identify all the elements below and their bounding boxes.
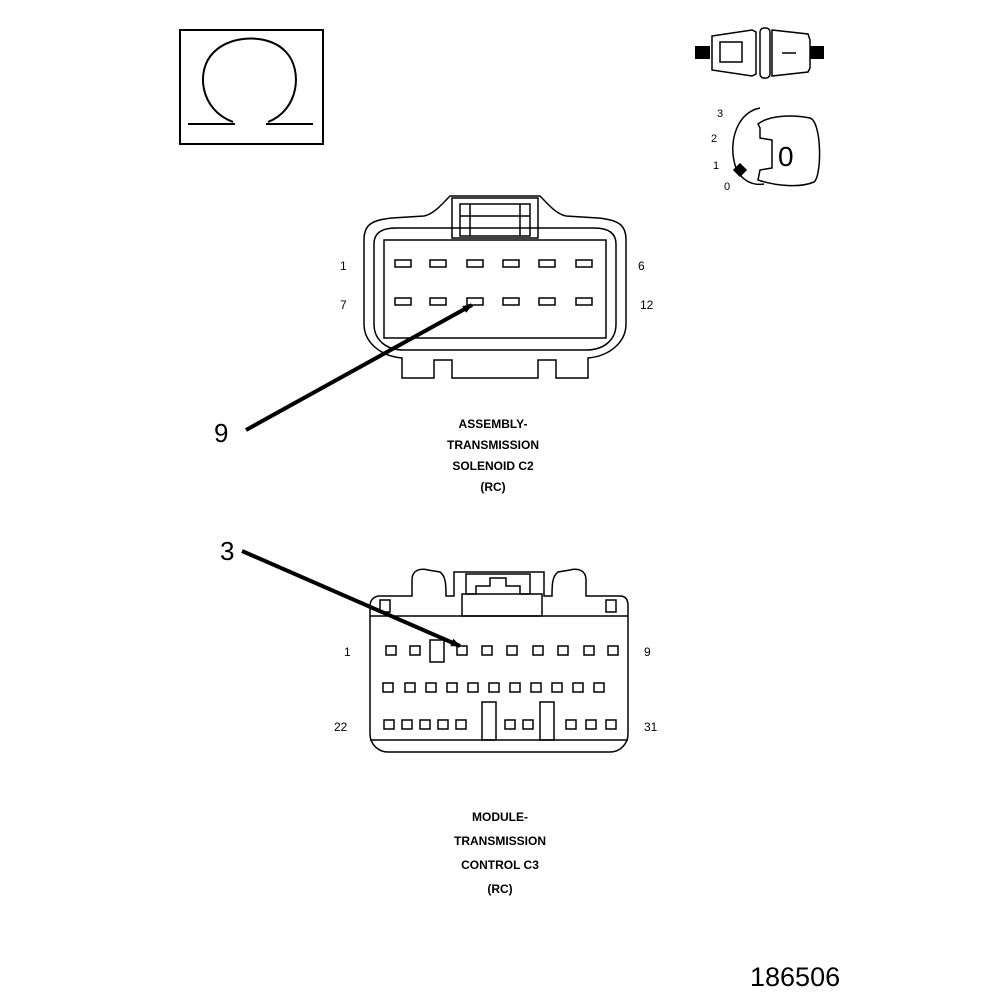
c2-pin-label-1: 1	[340, 259, 347, 273]
c2-caption-line-1: ASSEMBLY-	[459, 417, 528, 431]
c3-pin-label-1: 1	[344, 645, 351, 659]
c3-pin-cavity	[382, 682, 394, 693]
c2-pin-cavity	[466, 297, 484, 306]
c3-pin-cavity	[583, 645, 595, 656]
c2-caption-line-2: TRANSMISSION	[447, 438, 539, 452]
c3-pin-cavity	[585, 719, 597, 730]
c3-pin-cavity	[551, 682, 563, 693]
callout-3-arrow	[241, 549, 461, 648]
callout-9-arrow	[245, 303, 473, 432]
ignition-position-0: 0	[724, 181, 730, 193]
c3-pin-cavity	[455, 719, 467, 730]
c3-pin-cavity	[404, 682, 416, 693]
c3-pin-cavity	[607, 645, 619, 656]
c3-pin-cavity	[409, 645, 421, 656]
callout-9: 9	[214, 303, 473, 448]
c3-pin-cavity	[401, 719, 413, 730]
c3-caption-line-4: (RC)	[487, 882, 512, 896]
c3-pin-cavity	[446, 682, 458, 693]
c3-pin-cavity	[481, 645, 493, 656]
connector-c3: 1 9 22 31	[334, 568, 658, 753]
c2-pin-cavity	[466, 259, 484, 268]
c2-pin-cavity	[538, 259, 556, 268]
c3-caption-line-1: MODULE-	[472, 810, 528, 824]
c3-pin-cavity	[522, 719, 534, 730]
c3-pin-cavity	[467, 682, 479, 693]
c3-pin-cavity	[605, 719, 617, 730]
ignition-key-label: 0	[778, 141, 794, 172]
c2-pin-label-6: 6	[638, 259, 645, 273]
c2-pin-label-12: 12	[640, 298, 654, 312]
c3-pin-label-31: 31	[644, 720, 658, 734]
connector-c3-caption: MODULE- TRANSMISSION CONTROL C3 (RC)	[454, 810, 546, 896]
callout-3-label: 3	[220, 536, 234, 566]
c2-pin-cavity	[502, 259, 520, 268]
c2-pin-cavity	[575, 297, 593, 306]
c3-pin-cavity	[456, 645, 468, 656]
c3-caption-line-2: TRANSMISSION	[454, 834, 546, 848]
c3-pin-label-9: 9	[644, 645, 651, 659]
connector-c2-caption: ASSEMBLY- TRANSMISSION SOLENOID C2 (RC)	[447, 417, 539, 494]
c2-pin-label-7: 7	[340, 298, 347, 312]
c2-pin-cavity	[394, 297, 412, 306]
connector-plug-icon	[695, 27, 824, 79]
c3-pin-cavity	[419, 719, 431, 730]
c3-pin-cavity	[437, 719, 449, 730]
c3-pin-cavity	[425, 682, 437, 693]
c3-pin-cavity	[532, 645, 544, 656]
c3-pin-cavity	[385, 645, 397, 656]
c2-pin-cavity	[538, 297, 556, 306]
c3-pin-cavity	[565, 719, 577, 730]
c3-pin-cavity	[506, 645, 518, 656]
c3-pin-cavity	[509, 682, 521, 693]
c2-pin-cavity	[429, 259, 447, 268]
c3-caption-line-3: CONTROL C3	[461, 858, 539, 872]
c2-pin-cavity	[502, 297, 520, 306]
c3-pin-cavity	[572, 682, 584, 693]
c3-pin-cavity	[504, 719, 516, 730]
ignition-position-2: 2	[711, 133, 717, 145]
c2-caption-line-4: (RC)	[480, 480, 505, 494]
connector-c2: 1 6 7 12	[340, 195, 654, 379]
c2-pin-cavity	[394, 259, 412, 268]
ignition-key-icon: 3 2 1 0 0	[711, 107, 821, 193]
c3-pin-cavity	[383, 719, 395, 730]
ignition-position-1: 1	[713, 160, 719, 172]
c2-caption-line-3: SOLENOID C2	[452, 459, 534, 473]
c3-pin-cavity	[593, 682, 605, 693]
callout-9-label: 9	[214, 418, 228, 448]
c3-pin-label-22: 22	[334, 720, 348, 734]
figure-id: 186506	[750, 962, 840, 992]
c3-pin-cavity	[530, 682, 542, 693]
ohm-icon	[179, 29, 324, 145]
c3-pin-cavity	[488, 682, 500, 693]
callout-3: 3	[220, 536, 461, 648]
c2-pin-cavity	[429, 297, 447, 306]
c3-pin-cavity	[557, 645, 569, 656]
ignition-position-3: 3	[717, 108, 723, 120]
c2-pin-cavity	[575, 259, 593, 268]
